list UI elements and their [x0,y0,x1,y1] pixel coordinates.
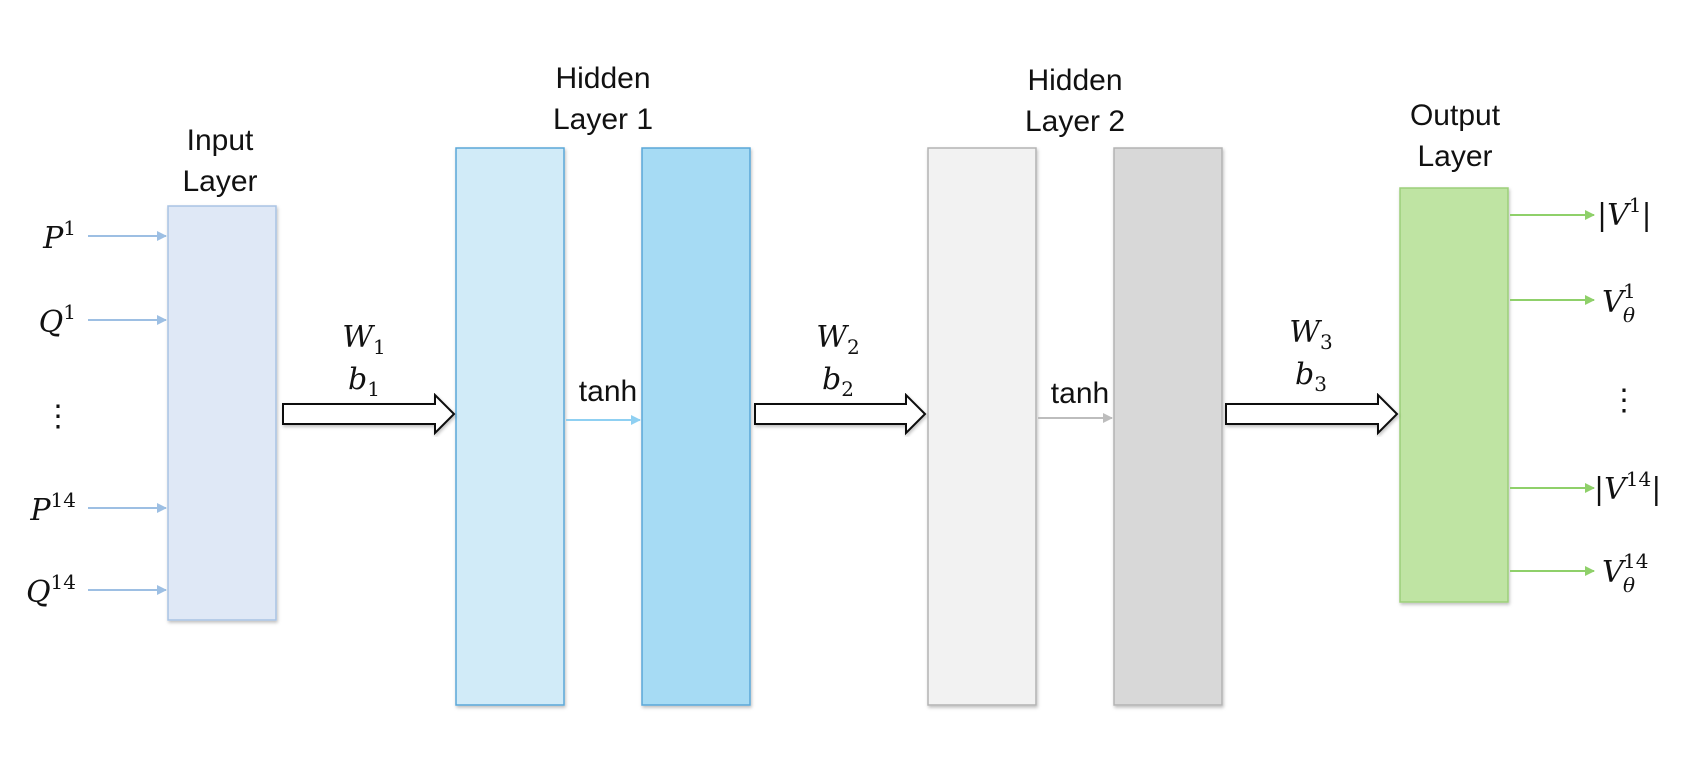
input-layer-title-line2: Layer [182,165,257,198]
output-layer-box [1399,187,1509,603]
weight-label-w3: W3 [1289,315,1333,354]
hidden-layer-1-box-a [455,147,565,706]
input-label-p14: P14 [29,488,76,528]
output-ellipsis: ⋮ [1609,383,1639,418]
block-arrow-3 [1225,392,1399,436]
input-label-q14: Q14 [26,570,76,610]
output-label-v14-angle-sup: 14 [1623,549,1648,573]
activation-label-1: tanh [579,375,637,408]
output-layer-title-line1: Output [1410,99,1501,132]
input-ellipsis: ⋮ [43,399,73,434]
hidden-layer-2-box-b [1113,147,1223,706]
output-label-v1-angle: V [1602,285,1627,320]
hidden-layer-1-box-b [641,147,751,706]
output-label-v1-magnitude: |V1| [1597,193,1652,233]
bias-label-b1: b1 [348,362,380,401]
block-arrow-2 [754,392,927,436]
output-label-v14-angle: V [1602,555,1627,590]
hidden-layer-1-title-line1: Hidden [555,62,650,95]
input-layer-title-line1: Input [187,124,254,157]
hidden-layer-2-box-a [927,147,1037,706]
weight-label-w2: W2 [816,320,860,359]
hidden-layer-2-title-line2: Layer 2 [1025,105,1125,138]
activation-label-2: tanh [1051,377,1109,410]
output-label-v1-angle-sup: 1 [1623,279,1636,303]
output-label-v14-angle-sub: θ [1623,573,1635,597]
output-label-v1-angle-sub: θ [1623,303,1635,327]
bias-label-b2: b2 [822,362,854,401]
hidden-layer-1-title-line2: Layer 1 [553,103,653,136]
input-layer-box [167,205,277,621]
output-label-v14-magnitude: |V14| [1594,467,1661,507]
input-label-q1: Q1 [39,300,76,340]
output-layer-title-line2: Layer [1417,140,1492,173]
input-label-p1: P1 [42,216,76,256]
hidden-layer-2-title-line1: Hidden [1027,64,1122,97]
bias-label-b3: b3 [1295,357,1327,396]
block-arrow-1 [282,392,456,436]
weight-label-w1: W1 [342,320,386,359]
